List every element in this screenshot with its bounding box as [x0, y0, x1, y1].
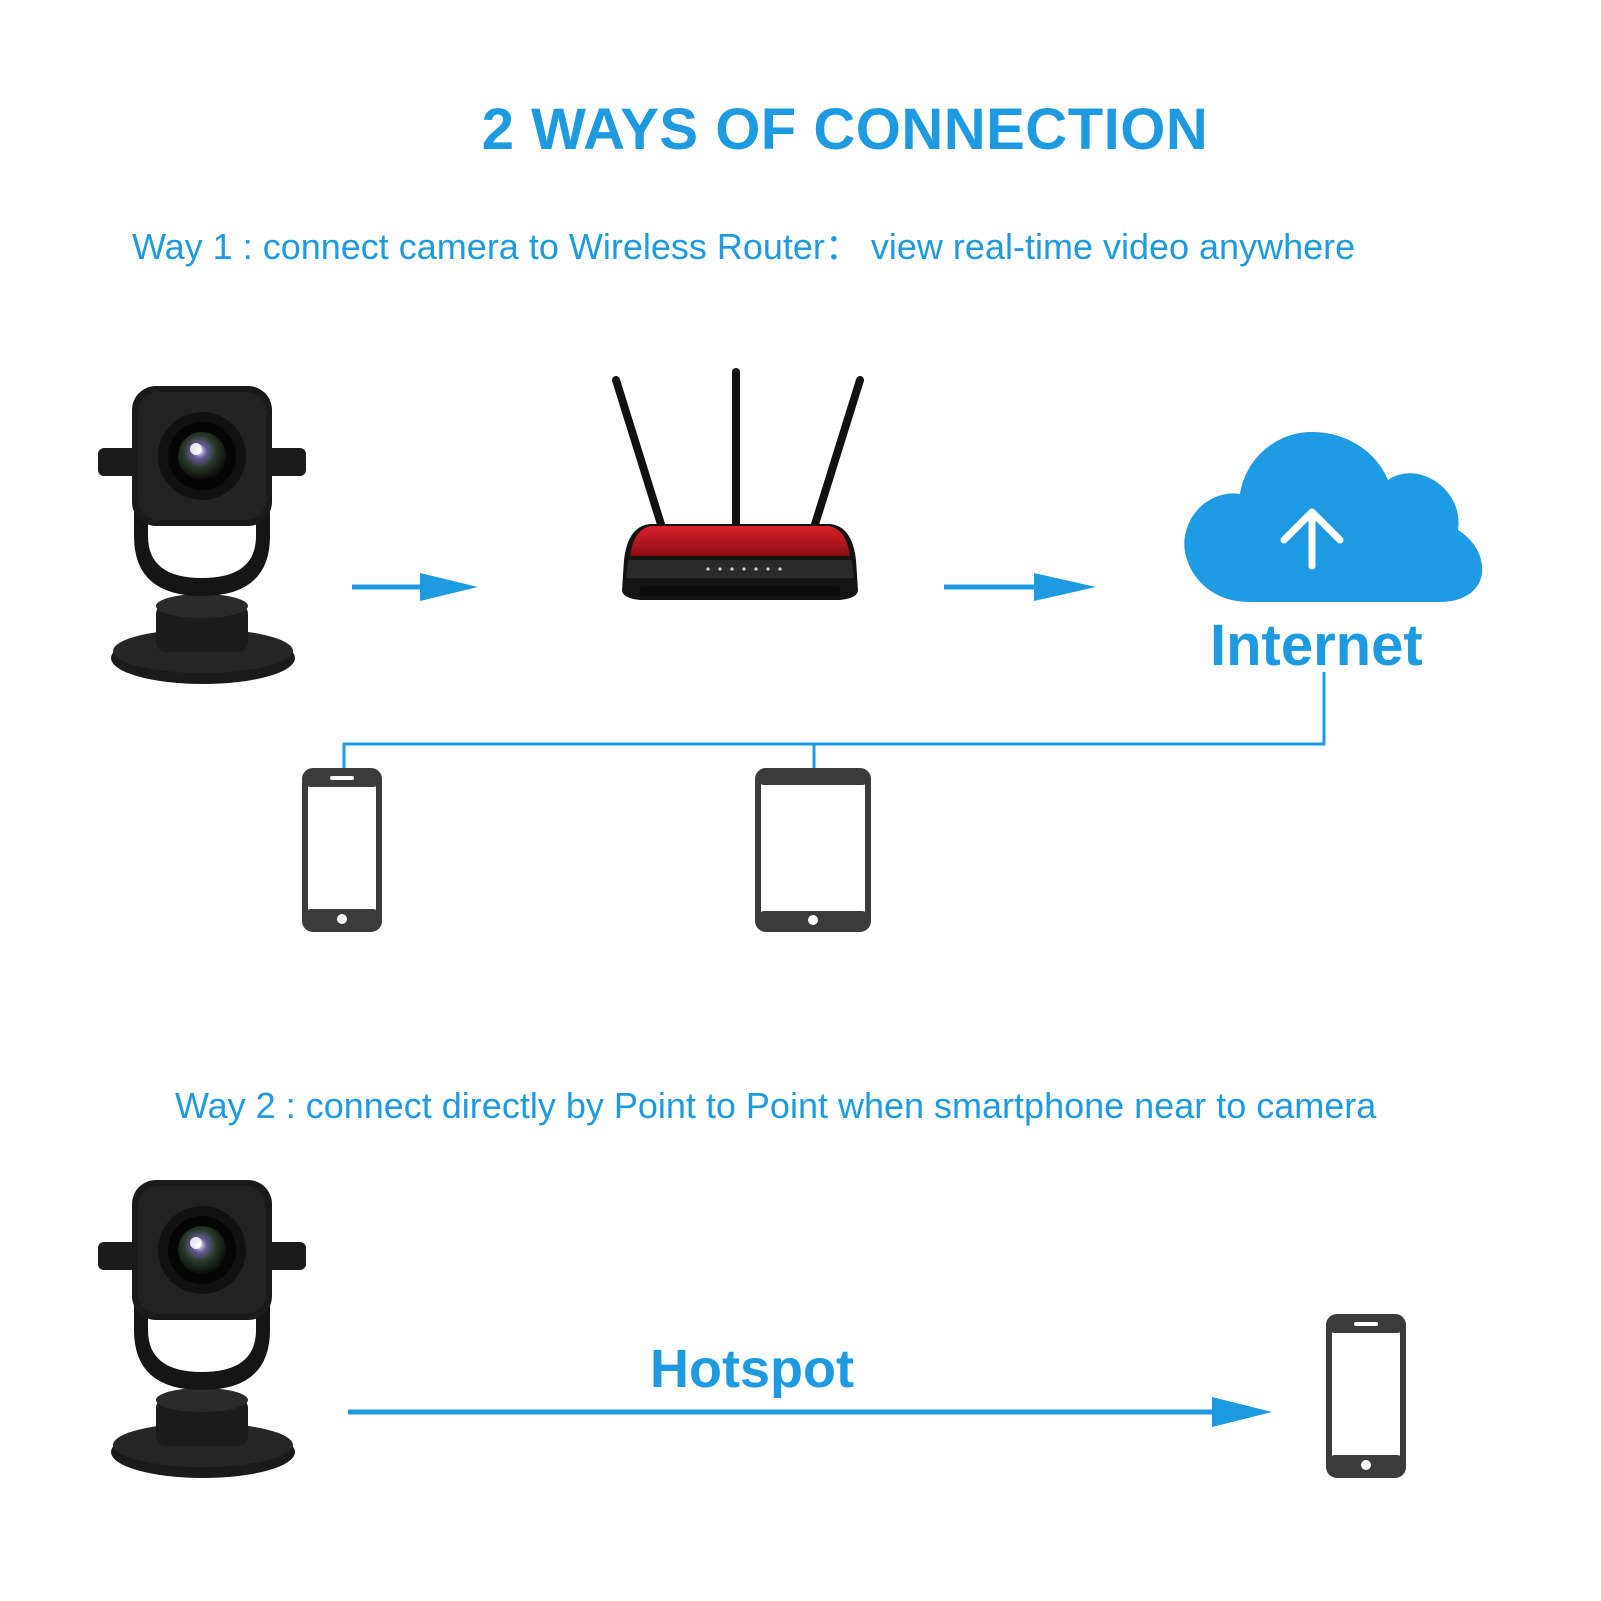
tablet-icon [758, 771, 868, 929]
security-camera-icon [98, 1180, 306, 1478]
arrow-to-router [352, 573, 478, 601]
cloud-upload-icon [1184, 432, 1483, 602]
page-title: 2 WAYS OF CONNECTION [481, 97, 1209, 162]
internet-label: Internet [1210, 613, 1423, 678]
hotspot-label: Hotspot [650, 1339, 854, 1399]
hotspot-arrow [348, 1397, 1272, 1427]
way1-description: Way 1 : connect camera to Wireless Route… [132, 226, 1356, 267]
smartphone-icon [1329, 1317, 1403, 1475]
way2-description: Way 2 : connect directly by Point to Poi… [175, 1085, 1377, 1126]
wireless-router-icon [612, 368, 864, 600]
arrow-to-internet [944, 573, 1096, 601]
smartphone-icon [305, 771, 379, 929]
security-camera-icon [98, 386, 306, 684]
internet-connector-lines [342, 672, 1326, 768]
